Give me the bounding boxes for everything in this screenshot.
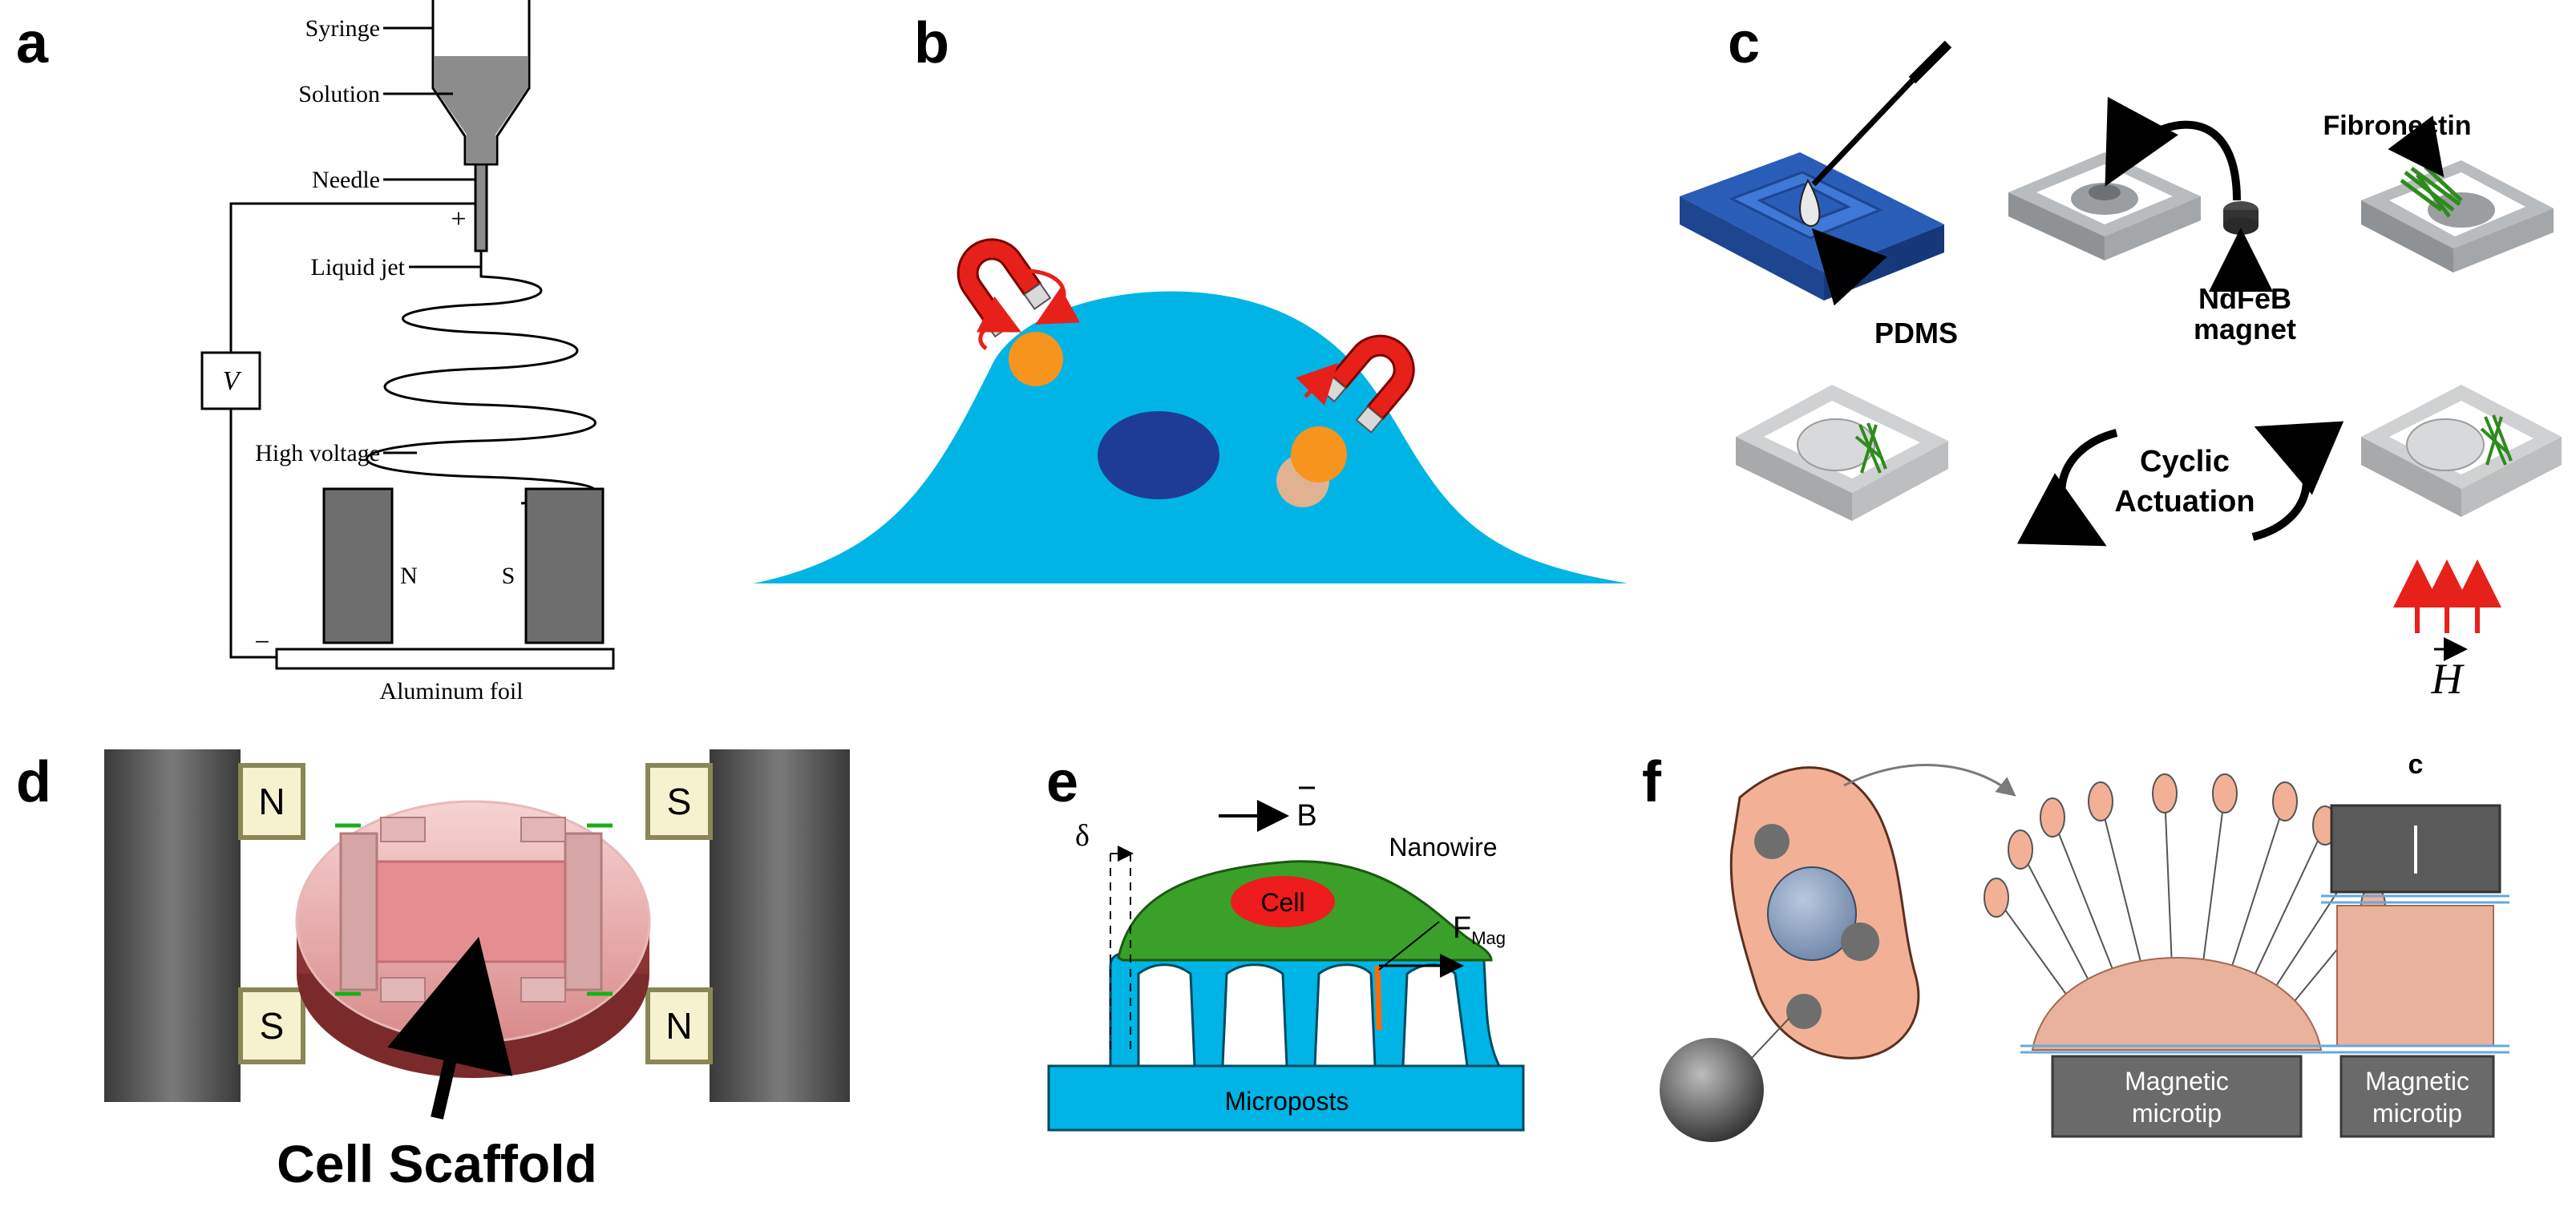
needle [474,163,488,252]
nanowire [1374,965,1382,1031]
label-magnet-s: S [502,563,516,589]
label-microtip1-line2: microtip [2132,1099,2222,1128]
micropost-base [1047,1064,1525,1132]
label-magnet: magnet [2194,313,2296,345]
cell-scaffold-body [375,860,567,963]
label-d-s-right: S [667,781,692,822]
panel-letter-a: a [16,11,49,75]
panel-d-scaffold [104,749,850,1120]
circuit-wire-top [229,202,475,353]
label-microtip1-line1: Magnetic [2125,1067,2229,1096]
liquid-jet [366,251,596,505]
horseshoe-magnet-left [956,238,1052,338]
label-fibronectin: Fibronectin [2323,111,2471,141]
label-force: FMag [1453,911,1506,948]
label-pdms: PDMS [1874,317,1958,349]
aluminum-foil [275,648,615,670]
label-microtip2-line1: Magnetic [2365,1067,2469,1096]
microposts [1109,951,1502,1068]
voltage-source [200,351,261,410]
magnet-n-bar [322,487,394,644]
label-cell: Cell [1260,888,1304,917]
magnet-n-left [238,763,305,840]
panel-letter-b: b [914,11,949,75]
panel-letter-c: c [1728,11,1760,75]
label-actuation: Actuation [2114,485,2255,519]
pull-arrow-icon [1296,362,1338,406]
panel-b-cell [754,238,1628,583]
right-steel-bar [710,749,850,1102]
label-nanowire: Nanowire [1389,833,1497,862]
rotation-arrow-icon [1027,268,1081,325]
label-field-b: B [1296,799,1316,833]
cell-f-nucleus [1767,866,1857,961]
panel-letter-f: f [1642,750,1662,814]
panel-c-device [1680,40,2562,661]
scaffold-pointer-arrow [387,936,513,1120]
label-delta: δ [1075,819,1090,853]
left-steel-bar [104,749,241,1102]
label-d-s-left: S [260,1005,285,1047]
label-high-voltage: High voltage [255,440,380,466]
label-ndfeb: NdFeB [2198,282,2291,315]
cell-aggregate-dome [2031,956,2323,1051]
pipette [1811,70,1923,187]
cell-nucleus [1098,411,1219,499]
cyclic-arrow-right-icon [2251,421,2344,541]
panel-e-microposts [1047,786,1525,1132]
magnet-s-left [238,987,305,1064]
nanoparticle-sphere [1660,1038,1764,1142]
green-double-arrows [335,823,613,996]
field-arrows [2393,559,2501,633]
microtip-2 [2339,1055,2495,1138]
magnet-placement-arrow [2105,96,2241,201]
label-microposts: Microposts [1225,1087,1349,1116]
cyclic-arrow-left-icon [2016,429,2118,547]
label-microtip2-line2: microtip [2372,1099,2462,1128]
syringe-solution [435,56,528,163]
magnet-s-right [645,763,713,840]
panel-a-electrospinning [200,0,615,670]
magnet-s-bar [524,487,605,644]
microtip-1 [2051,1055,2303,1138]
panel-f-microtip [1660,764,2509,1142]
label-h-field: H [2431,655,2465,703]
label-needle: Needle [312,167,380,193]
pdms-droplet [1799,178,1821,228]
bead-left [1009,332,1063,386]
rotation-arrow-icon-2 [977,296,1021,350]
fibronectin-fibers-2 [1854,422,1887,474]
magnet-n-right [645,987,713,1064]
transfer-arrow [1843,764,2016,797]
circuit-wire-bottom [229,409,277,659]
label-plus: + [451,204,466,234]
panel-letter-d: d [16,750,51,814]
label-aluminum-foil: Aluminum foil [379,678,523,704]
label-d-n-right: N [665,1005,692,1047]
bead-right [1291,426,1347,482]
pdms-arrow [1811,228,1887,306]
label-cell-scaffold: Cell Scaffold [277,1134,597,1193]
panel-letter-e: e [1046,750,1078,814]
label-f-corner-letter: c [2408,749,2424,780]
label-magnet-n: N [400,563,418,589]
fibronectin-fibers-3 [2480,414,2513,466]
label-solution: Solution [298,81,380,107]
label-d-n-left: N [258,781,285,822]
label-minus: − [254,628,269,657]
tissue-column [2336,905,2494,1047]
label-liquid-jet: Liquid jet [311,254,406,281]
cell-e-nucleus [1231,876,1335,927]
label-syringe: Syringe [305,15,380,42]
label-cyclic: Cyclic [2140,445,2230,478]
